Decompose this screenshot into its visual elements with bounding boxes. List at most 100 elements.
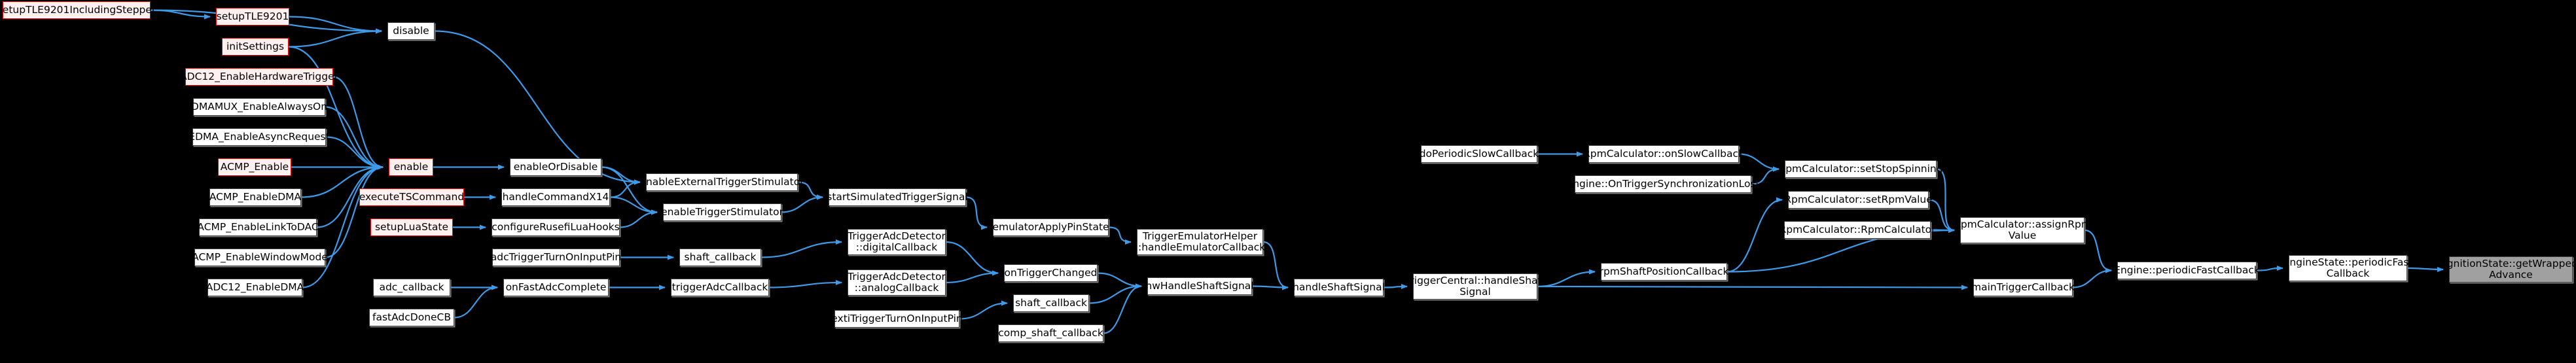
graph-edge	[325, 106, 384, 170]
graph-node-label: TriggerAdcDetector ::analogCallback	[848, 270, 946, 294]
graph-node[interactable]: initSettings	[222, 38, 289, 56]
graph-node[interactable]: ACMP_EnableLinkToDAC	[197, 218, 319, 236]
graph-node[interactable]: handleCommandX14	[501, 188, 610, 206]
graph-node-label: mainTriggerCallback	[1971, 281, 2075, 293]
graph-node[interactable]: shaft_callback	[679, 249, 761, 266]
graph-node[interactable]: comp_shaft_callback	[998, 324, 1103, 342]
graph-node-label: setupTLE9201IncludingStepper	[0, 3, 156, 16]
graph-node[interactable]: ACMP_Enable	[218, 158, 291, 176]
graph-node-label: onTriggerChanged	[1004, 266, 1098, 279]
graph-edge	[601, 166, 641, 185]
graph-node[interactable]: enableTriggerStimulator	[661, 203, 783, 221]
graph-node[interactable]: enableExternalTriggerStimulator	[639, 173, 804, 191]
graph-edge	[945, 270, 999, 284]
graph-node-label: startSimulatedTriggerSignal	[827, 190, 968, 203]
graph-node[interactable]: DMAMUX_EnableAlwaysOn	[191, 98, 327, 116]
graph-edge	[609, 179, 641, 198]
graph-node[interactable]: rpmShaftPositionCallback	[1600, 263, 1728, 281]
graph-node[interactable]: enable	[389, 158, 433, 176]
graph-node[interactable]: adcTriggerTurnOnInputPin	[490, 249, 622, 266]
graph-edge	[1108, 226, 1132, 245]
graph-node[interactable]: executeTSCommand	[359, 188, 464, 206]
graph-node-label: handleCommandX14	[502, 190, 609, 203]
graph-node[interactable]: RpmCalculator::setRpmValue	[1784, 191, 1933, 209]
graph-edge	[2256, 266, 2283, 271]
graph-node[interactable]: TriggerAdcDetector ::digitalCallback	[848, 229, 946, 255]
graph-node[interactable]: doPeriodicSlowCallback	[1419, 145, 1539, 163]
graph-node-label: enable	[393, 160, 429, 173]
graph-node[interactable]: onFastAdcComplete	[503, 279, 609, 296]
graph-node[interactable]: EDMA_EnableAsyncRequest	[188, 128, 330, 146]
graph-node-label: disable	[393, 24, 429, 37]
graph-node[interactable]: shaft_callback	[1013, 294, 1089, 312]
graph-edge	[325, 136, 384, 170]
graph-node-label: emulatorApplyPinState	[992, 220, 1109, 233]
graph-node[interactable]: startSimulatedTriggerSignal	[827, 188, 968, 206]
graph-node[interactable]: TriggerAdcDetector ::analogCallback	[848, 269, 946, 296]
graph-node-label: RpmCalculator::assignRpm Value	[1954, 218, 2091, 241]
graph-node[interactable]: setupTLE9201IncludingStepper	[0, 1, 156, 19]
graph-node-label: TriggerEmulatorHelper ::handleEmulatorCa…	[1134, 230, 1266, 253]
graph-node-label: ACMP_Enable	[220, 160, 289, 173]
graph-edge	[965, 196, 988, 230]
graph-node-label: adcTriggerTurnOnInputPin	[490, 251, 622, 263]
graph-node[interactable]: RpmCalculator::assignRpm Value	[1954, 217, 2091, 243]
graph-node[interactable]: Engine::OnTriggerSynchronizationLost	[1566, 175, 1760, 193]
graph-node-label: triggerAdcCallback	[671, 281, 768, 293]
graph-node[interactable]: onTriggerChanged	[1004, 264, 1098, 282]
graph-node[interactable]: handleShaftSignal	[1293, 279, 1385, 296]
graph-node[interactable]: triggerAdcCallback	[671, 279, 769, 296]
graph-node-label: extiTriggerTurnOnInputPin	[831, 312, 963, 324]
graph-edge	[1537, 285, 1968, 290]
graph-edge	[325, 164, 384, 258]
graph-node-label: RpmCalculator::onSlowCallback	[1583, 147, 1744, 160]
graph-node-label: ACMP_EnableLinkToDAC	[197, 220, 319, 233]
graph-node[interactable]: disable	[387, 22, 435, 40]
graph-node[interactable]: TriggerCentral::handleShaft Signal	[1405, 273, 1545, 300]
graph-node-label: IgnitionState::getWrapped Advance	[2444, 257, 2576, 281]
graph-node[interactable]: EngineState::periodicFast Callback	[2283, 255, 2412, 281]
graph-node-label: ACMP_EnableWindowMode	[192, 251, 328, 263]
graph-node[interactable]: TriggerEmulatorHelper ::handleEmulatorCa…	[1134, 229, 1266, 255]
graph-node-label: RpmCalculator::setRpmValue	[1784, 193, 1933, 205]
graph-node-label: comp_shaft_callback	[998, 326, 1103, 339]
graph-node-label: enableOrDisable	[513, 160, 598, 173]
graph-node[interactable]: configureRusefiLuaHooks	[492, 218, 620, 236]
graph-node[interactable]: fastAdcDoneCB	[369, 309, 454, 326]
graph-node[interactable]: setupLuaState	[370, 218, 453, 236]
graph-node-label: doPeriodicSlowCallback	[1419, 147, 1539, 160]
graph-edge	[1097, 272, 1142, 289]
graph-edge	[781, 194, 823, 213]
graph-node[interactable]: adc_callback	[373, 279, 450, 296]
graph-node[interactable]: ACMP_EnableDMA	[209, 188, 301, 206]
graph-node-label: shaft_callback	[684, 251, 757, 263]
graph-node[interactable]: RpmCalculator::onSlowCallback	[1583, 145, 1744, 163]
graph-node-label: handleShaftSignal	[1293, 281, 1385, 293]
graph-node-label: enableTriggerStimulator	[661, 205, 783, 218]
graph-node[interactable]: Engine::periodicFastCallback	[2114, 262, 2260, 279]
graph-edge	[454, 285, 498, 319]
graph-node-label: EDMA_EnableAsyncRequest	[188, 130, 330, 143]
graph-node-label: ACMP_EnableDMA	[209, 190, 302, 203]
graph-node[interactable]: ACMP_EnableWindowMode	[192, 249, 328, 266]
graph-node[interactable]: setupTLE9201	[216, 8, 289, 26]
graph-node-label: ADC12_EnableDMA	[206, 281, 304, 293]
graph-node[interactable]: hwHandleShaftSignal	[1145, 277, 1254, 295]
graph-edge	[2072, 268, 2112, 288]
graph-node[interactable]: IgnitionState::getWrapped Advance	[2444, 256, 2576, 283]
graph-node[interactable]: ADC12_EnableHardwareTrigger	[180, 68, 338, 86]
graph-edge	[1251, 285, 1289, 290]
graph-node[interactable]: mainTriggerCallback	[1971, 279, 2075, 296]
graph-node-label: TriggerCentral::handleShaft Signal	[1405, 274, 1545, 298]
graph-node[interactable]: emulatorApplyPinState	[992, 218, 1109, 236]
graph-node[interactable]: enableOrDisable	[510, 158, 601, 176]
graph-node-label: Engine::OnTriggerSynchronizationLost	[1566, 177, 1760, 190]
graph-node[interactable]: extiTriggerTurnOnInputPin	[831, 310, 963, 328]
graph-node-label: hwHandleShaftSignal	[1145, 279, 1254, 292]
graph-node[interactable]: RpmCalculator::setStopSpinning	[1778, 160, 1943, 178]
graph-node[interactable]: ADC12_EnableDMA	[206, 279, 304, 296]
graph-node-label: RpmCalculator::setStopSpinning	[1778, 162, 1943, 175]
graph-node-label: TriggerAdcDetector ::digitalCallback	[848, 230, 946, 253]
graph-node[interactable]: RpmCalculator::RpmCalculator	[1780, 221, 1936, 239]
graph-node-label: onFastAdcComplete	[505, 281, 607, 293]
